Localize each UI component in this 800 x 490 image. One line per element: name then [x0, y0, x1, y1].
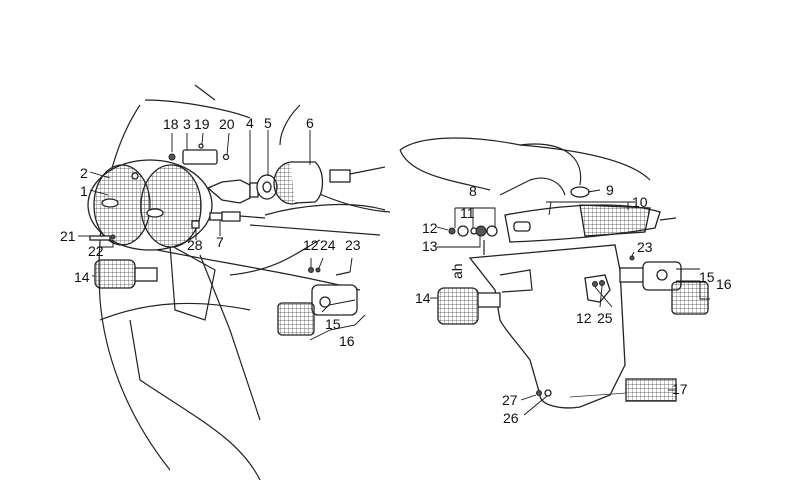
callout: 28: [187, 237, 203, 253]
callout: 4: [246, 115, 254, 131]
callout: 12: [576, 310, 592, 326]
callout: 8: [469, 183, 477, 199]
headlight-bulb: [206, 179, 259, 204]
rear-left-indicator: [437, 287, 501, 325]
headlight-bracket-plate: [168, 143, 230, 165]
callout: 11: [460, 205, 475, 221]
rear-right-indicator: [619, 255, 709, 315]
callout: 16: [339, 333, 355, 349]
callout: 27: [502, 392, 518, 408]
rear-mudguard-license-bracket: [468, 244, 626, 409]
callout: 15: [325, 316, 341, 332]
callout: 12: [422, 220, 438, 236]
callout: 1: [80, 183, 88, 199]
callout: 21: [60, 228, 76, 244]
part-stamp: ah: [449, 263, 465, 279]
callout: 24: [320, 237, 336, 253]
twin-headlight: [87, 159, 213, 251]
callout: 15: [699, 269, 715, 285]
callout: 10: [632, 194, 648, 210]
callout: 6: [306, 115, 314, 131]
seat-and-grab-rail: [399, 137, 651, 198]
front-fairing-outline: [98, 84, 391, 481]
callout: 23: [345, 237, 361, 253]
callout: 2: [80, 165, 88, 181]
leader-lines: [78, 130, 710, 416]
callout: 12: [303, 237, 319, 253]
parking-light-bulb: [191, 211, 266, 229]
callouts-rear: 8 9 10 11 12 13 23 15 16 14 12 25 17 27 …: [415, 182, 732, 426]
callout: 26: [503, 410, 519, 426]
callout: 23: [637, 239, 653, 255]
callout: 5: [264, 115, 272, 131]
callout: 17: [672, 381, 688, 397]
headlight-cover-cap: [273, 161, 386, 205]
callout: 14: [415, 290, 431, 306]
tail-light-mount-hardware: [448, 225, 498, 255]
callout: 16: [716, 276, 732, 292]
callout: 22: [88, 243, 104, 259]
callout: 3: [183, 116, 191, 132]
callout: 13: [422, 238, 438, 254]
callout: 7: [216, 234, 224, 250]
callout: 25: [597, 310, 613, 326]
tail-light: [504, 204, 677, 243]
callout: 18: [163, 116, 179, 132]
callout: 20: [219, 116, 235, 132]
callouts-front: 18 3 19 20 4 5 6 2 1 21 22 7 28 14 12 24…: [60, 115, 361, 349]
callout: 19: [194, 116, 210, 132]
front-left-indicator: [89, 234, 158, 289]
callout: 14: [74, 269, 90, 285]
callout: 9: [606, 182, 614, 198]
front-right-indicator: [277, 267, 358, 336]
